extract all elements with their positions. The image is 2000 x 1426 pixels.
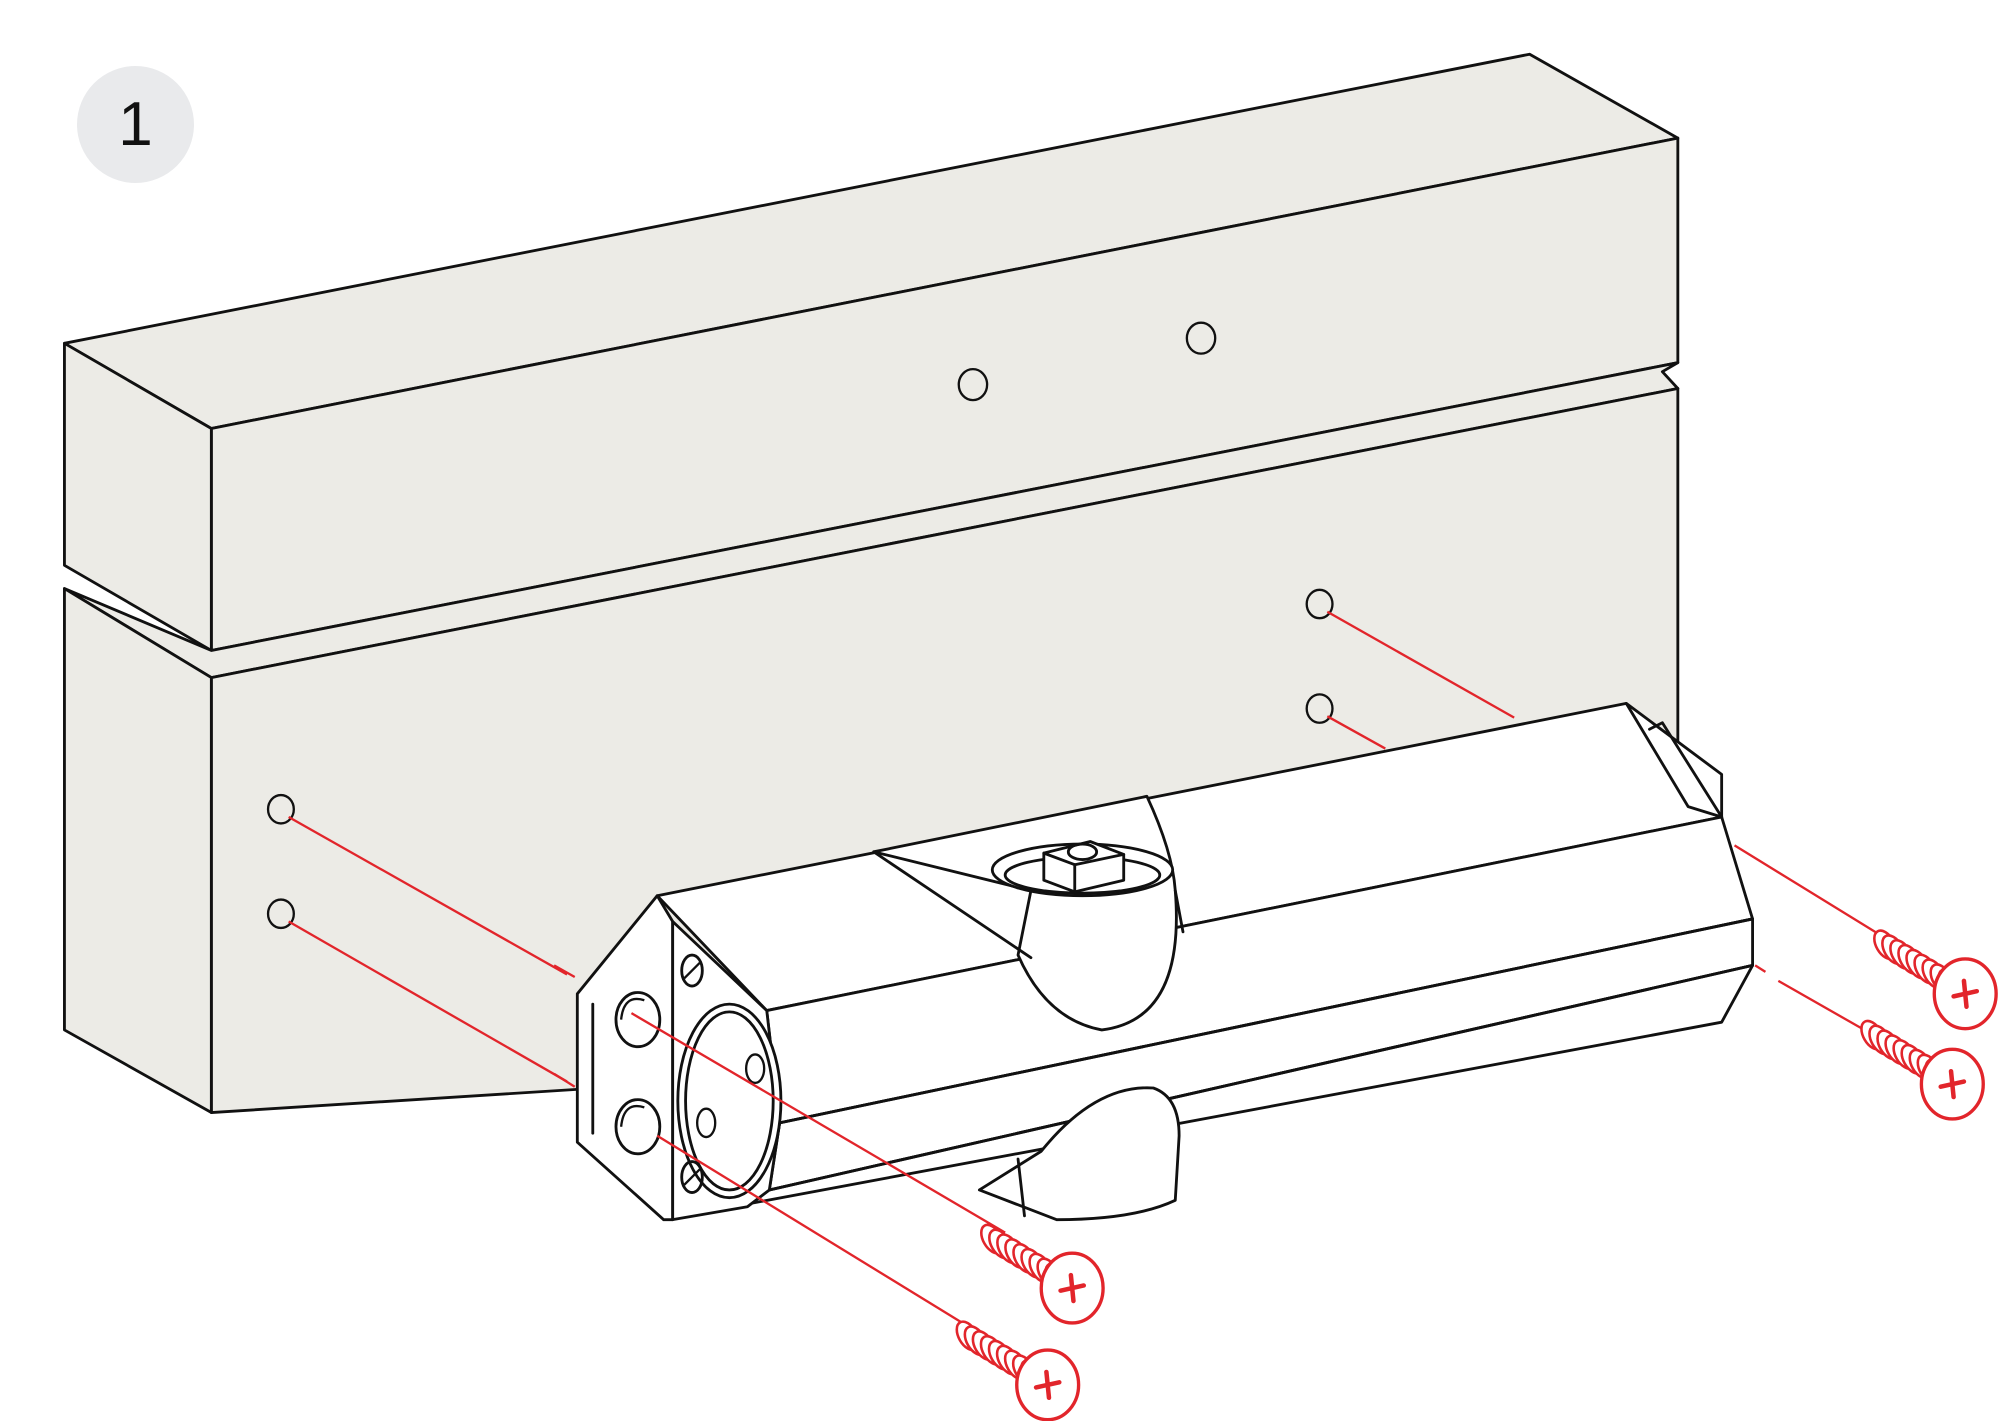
door-hole [1305,588,1334,620]
door-hole [1305,693,1334,724]
frame-hole [1185,321,1217,355]
mounting-screw [979,1223,1105,1325]
frame-hole [957,367,989,402]
door-hole [266,793,295,825]
mounting-screw [955,1320,1081,1422]
door-hole [266,898,295,930]
mounting-screw [1860,1019,1985,1121]
mounting-screw [1873,929,1998,1031]
screw-guide-lines [288,610,1515,1083]
screw-guide-lines-front [553,844,1883,1331]
door-frame-block [63,52,1680,652]
door-closer-body [575,701,1754,1222]
step-number-badge: 1 [77,66,194,183]
